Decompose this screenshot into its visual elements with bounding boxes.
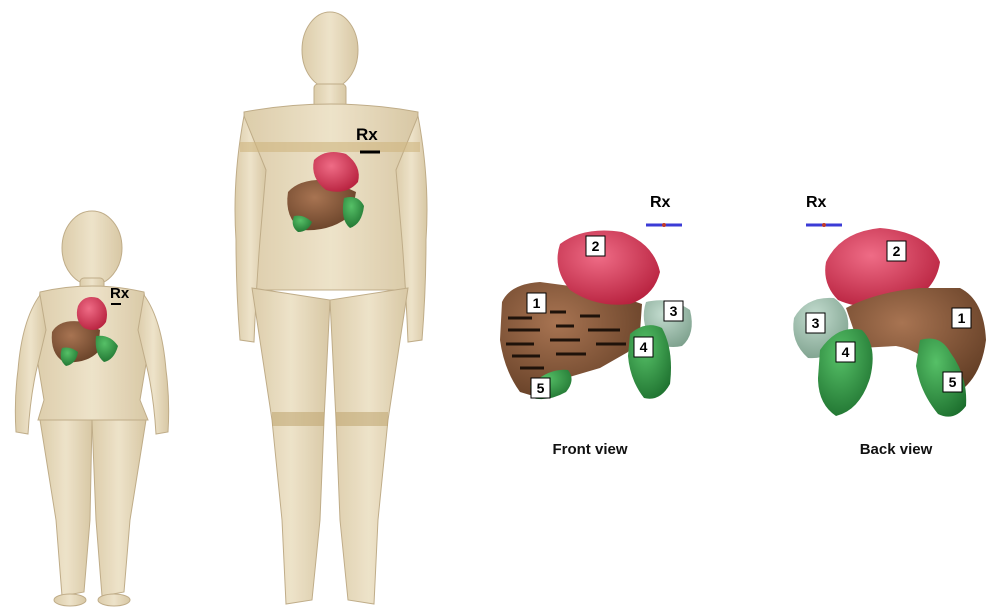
front-view-caption: Front view [552, 441, 627, 458]
adult-rx-label: Rx [356, 125, 378, 144]
svg-text:5: 5 [537, 380, 545, 396]
child-body [15, 211, 168, 606]
back-rx-label: Rx [806, 194, 827, 211]
svg-text:3: 3 [670, 303, 678, 319]
svg-text:2: 2 [893, 243, 901, 259]
child-phantom: Rx [15, 211, 168, 606]
svg-text:5: 5 [949, 374, 957, 390]
back-label-3: 3 [806, 313, 825, 333]
back-label-5: 5 [943, 372, 962, 392]
back-view-panel: Rx 1 2 3 4 5 Back view [793, 194, 986, 458]
front-label-4: 4 [634, 337, 653, 357]
adult-phantom: Rx [235, 12, 427, 604]
back-label-2: 2 [887, 241, 906, 261]
child-rx-label: Rx [110, 285, 130, 302]
svg-text:4: 4 [640, 339, 648, 355]
front-view-panel: Rx 1 2 3 4 [500, 194, 692, 458]
child-heart [77, 297, 107, 330]
back-label-1: 1 [952, 308, 971, 328]
adult-body [235, 12, 427, 604]
svg-text:4: 4 [842, 344, 850, 360]
back-view-caption: Back view [860, 441, 933, 458]
front-label-5: 5 [531, 378, 550, 398]
front-rx-label: Rx [650, 194, 671, 211]
back-label-4: 4 [836, 342, 855, 362]
svg-text:3: 3 [812, 315, 820, 331]
front-label-2: 2 [586, 236, 605, 256]
svg-text:1: 1 [533, 295, 541, 311]
front-label-1: 1 [527, 293, 546, 313]
front-label-3: 3 [664, 301, 683, 321]
svg-text:2: 2 [592, 238, 600, 254]
front-organ-green-right [628, 325, 671, 399]
svg-text:1: 1 [958, 310, 966, 326]
